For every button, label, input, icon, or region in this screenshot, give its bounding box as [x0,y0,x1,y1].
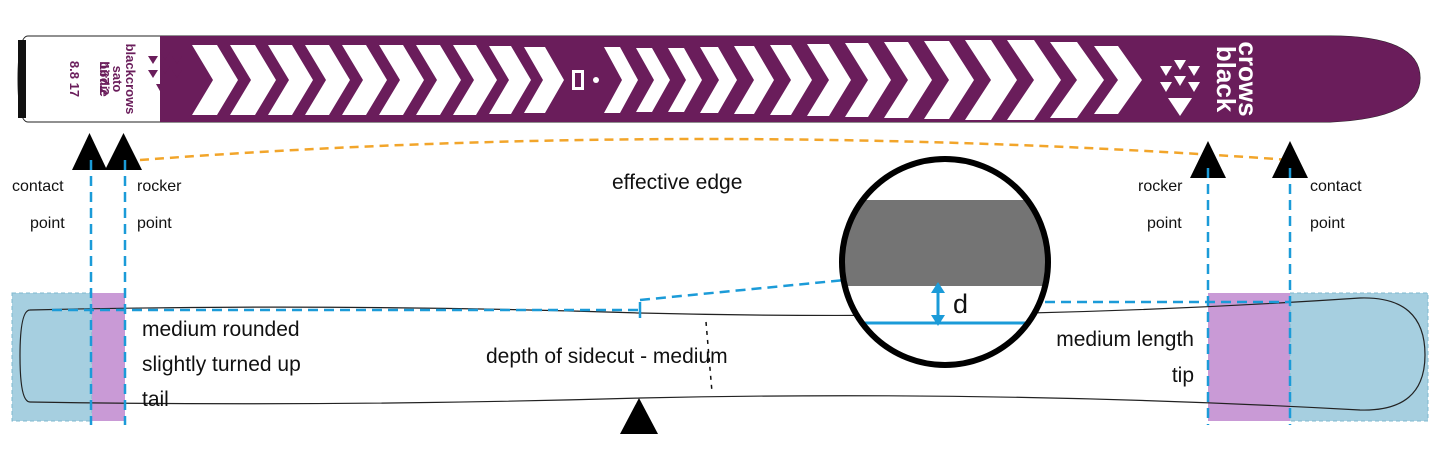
ski-topsheet: blackcrows sato birdie 167.2 8.8 17 blac… [17,35,1421,123]
brand-word-2: crows [1233,41,1263,116]
rocker-point-left-label-1: rocker [137,178,182,195]
tail-model-text: blackcrows sato birdie [97,44,138,115]
tip-contact-zone [1289,292,1429,422]
contact-point-marker-left [72,133,107,170]
chevron-mark [845,43,891,117]
sidecut-depth-magnifier: d [839,156,1051,368]
tail-specs-line-1: 167.2 [97,63,112,96]
tip-shape-label-1: medium length [1056,328,1194,351]
chevron-mark [884,42,932,118]
chevron-mark [604,47,638,113]
contact-point-marker-right [1272,141,1308,178]
chevron-mark [453,45,497,115]
chevron-mark [342,45,387,115]
tail-shape-label-3: tail [142,388,169,411]
waist-width-line [705,321,713,393]
contact-point-right-label-1: contact [1310,178,1362,195]
tip-crow-logo [1160,60,1200,116]
chevron-mark [489,46,531,114]
chevron-mark [807,44,851,116]
chevron-mark [924,41,974,119]
rocker-point-marker-right [1190,141,1226,178]
mount-point-mark [593,77,599,83]
contact-point-right-label-2: point [1310,215,1345,232]
chevron-mark [1050,42,1104,118]
chevron-mark [700,47,737,113]
chevron-mark [1094,46,1142,114]
effective-edge-label: effective edge [612,171,742,194]
chevron-mark [734,46,774,114]
chevron-mark [379,45,424,115]
rocker-point-marker-left [105,133,142,170]
chevron-mark [268,45,313,115]
tail-shape-label-2: slightly turned up [142,353,301,376]
contact-point-left-label-1: contact [12,178,64,195]
chevron-mark [230,45,276,115]
brand-word-1: black [1211,46,1241,113]
tail-protector [18,40,26,118]
chevron-pattern [192,40,1142,120]
tail-shape-label-1: medium rounded [142,318,300,341]
rocker-point-right-label-2: point [1147,215,1182,232]
chevron-mark [770,45,812,115]
tail-model-line-3: birdie [97,61,112,96]
magnifier-ring [839,156,1051,368]
chevron-mark [524,47,564,113]
tail-model-line-2: sato [110,66,125,93]
contact-point-left-label-2: point [30,215,65,232]
tip-rocker-zone [1208,293,1290,421]
chevron-mark [636,48,670,112]
tail-rocker-zone [92,293,125,421]
tip-shape-label-2: tip [1172,364,1194,387]
chevron-mark [1007,40,1061,120]
rocker-point-left-label-2: point [137,215,172,232]
chevron-mark [416,45,461,115]
qr-code-inner [575,73,581,87]
magnifier-lead-line [639,278,846,302]
tail-specs-line-2: 8.8 17 [67,61,82,97]
chevron-mark [192,45,238,115]
tail-specs-text: 167.2 8.8 17 [67,61,112,97]
chevron-mark [965,40,1017,120]
depth-arrow-head-top [931,282,945,293]
chevron-mark [305,45,350,115]
tail-model-line-1: blackcrows [123,44,138,115]
depth-label: d [953,289,968,319]
sidecut-depth-label: depth of sidecut - medium [486,345,728,368]
waist-marker [620,398,658,434]
tail-crow-logo [148,52,182,100]
tip-brand-text: black crows [1211,41,1263,116]
rocker-point-right-label-1: rocker [1138,178,1183,195]
magnifier-ski-edge [842,200,1048,286]
effective-edge-arc [139,137,1291,162]
guide-lines [52,160,1292,425]
chevron-mark [668,48,702,112]
depth-arrow-head-bottom [931,315,945,326]
